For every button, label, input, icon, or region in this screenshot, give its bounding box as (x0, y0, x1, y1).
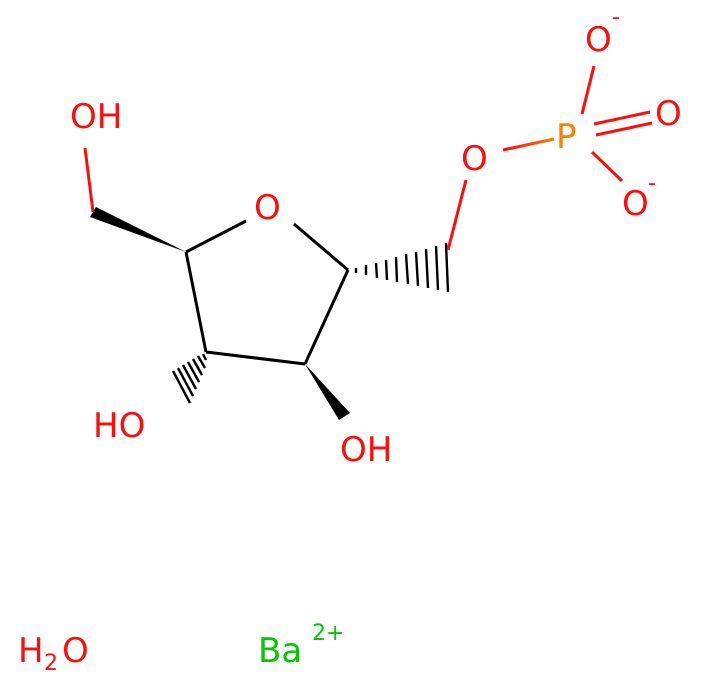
hydroxyl-label-left: HO (93, 406, 145, 446)
phosphate-oxygen-double-label: O (655, 94, 682, 134)
bond-ch2-oester (446, 179, 468, 251)
ester-oxygen-label: O (461, 139, 488, 179)
charge-o-lower: - (648, 171, 656, 196)
barium-label: Ba (258, 631, 302, 671)
wedge-c4-ch2 (90, 207, 186, 252)
bond-o-c1 (293, 222, 349, 272)
water-hydrogen-label: H (18, 631, 44, 671)
bond-ch2-oh (83, 147, 95, 213)
phosphorus-label: P (556, 117, 577, 157)
phosphate-oxygen-top-label: O (585, 20, 612, 60)
bond-c3-c2 (205, 350, 306, 366)
bond-p-oright-a (593, 110, 651, 126)
charge-o-top: - (612, 5, 620, 30)
hydroxyl-label-top: OH (70, 97, 122, 137)
hydroxyl-label-bottom: OH (340, 430, 392, 470)
water-oxygen-label: O (62, 631, 89, 671)
hash-c3-oh (171, 353, 208, 404)
water-subscript: 2 (44, 651, 58, 676)
bond-p-otop (580, 65, 596, 115)
bond-oester-p (502, 137, 555, 152)
bond-c4-c3 (184, 251, 208, 353)
bond-c4-o (185, 219, 247, 254)
hash-c1-ch2 (354, 242, 450, 293)
barium-charge: 2+ (312, 621, 344, 646)
phosphate-oxygen-lower-label: O (622, 184, 649, 224)
wedge-c2-oh (305, 364, 350, 420)
ring-bonds (184, 219, 350, 366)
bond-p-olower (590, 150, 624, 183)
bond-c2-c1 (303, 269, 350, 365)
bond-p-oright-b (595, 121, 653, 137)
ring-oxygen-label: O (254, 188, 281, 228)
